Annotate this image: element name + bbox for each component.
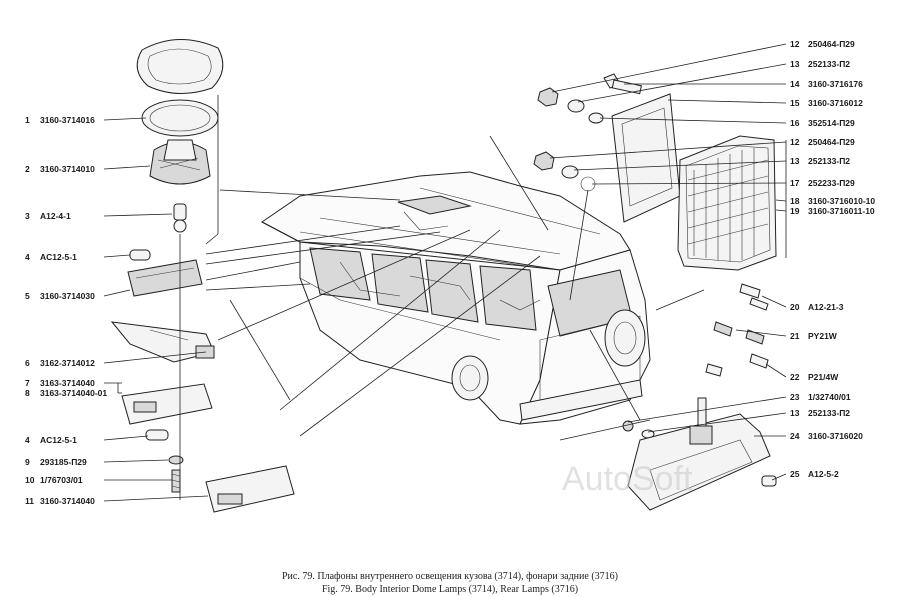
callout-part-code: 3163-3714040-01 (40, 388, 107, 398)
callout-number: 18 (790, 196, 800, 206)
callout-part-code: 3160-3714030 (40, 291, 95, 301)
callout-part-code: 3160-3716020 (808, 431, 863, 441)
rear-lamp-grid (687, 148, 769, 262)
callout-part-code: PY21W (808, 331, 838, 341)
callout-leader (103, 254, 131, 258)
callout-leader (771, 473, 787, 481)
callout-leader (591, 182, 787, 185)
callout-number: 8 (25, 388, 30, 398)
callout-number: 16 (790, 118, 800, 128)
callout-part-code: 1/32740/01 (808, 392, 851, 402)
callout-leader (761, 295, 787, 308)
callout-number: 5 (25, 291, 30, 301)
callout-number: 25 (790, 469, 800, 479)
callout-leader (735, 329, 787, 337)
watermark-text: AutoSoft (562, 460, 693, 498)
callout-leader (103, 165, 151, 170)
callout-part-code: 252233-П29 (808, 178, 855, 188)
callout-part-code: AC12-5-1 (40, 252, 77, 262)
callout-part-code: 3163-3714040 (40, 378, 95, 388)
callout-part-code: 250464-П29 (808, 137, 855, 147)
callout-leader (549, 141, 787, 159)
right-callout-labels: 12 250464-П29 13 252133-П2 14 3160-3716176 15 3… (790, 39, 875, 479)
callout-number: 12 (790, 137, 800, 147)
caption-russian: Рис. 79. Плафоны внутреннего освещения к… (282, 571, 618, 582)
callout-number: 4 (25, 435, 30, 445)
callout-number: 1 (25, 115, 30, 125)
callout-number: 13 (790, 408, 800, 418)
callout-number: 13 (790, 59, 800, 69)
callout-part-code: P21/4W (808, 372, 839, 382)
callout-part-code: 3160-3716010-10 (808, 196, 875, 206)
caption-english: Fig. 79. Body Interior Dome Lamps (3714)… (322, 584, 578, 595)
callout-part-code: 3160-3716012 (808, 98, 863, 108)
callout-number: 7 (25, 378, 30, 388)
callout-number: 15 (790, 98, 800, 108)
callout-number: 3 (25, 211, 30, 221)
callout-number: 6 (25, 358, 30, 368)
callout-number: 21 (790, 331, 800, 341)
callout-part-code: AC12-5-1 (40, 435, 77, 445)
callout-leader (765, 363, 787, 378)
callout-number: 17 (790, 178, 800, 188)
vehicle-body-illustration (261, 171, 651, 425)
callout-number: 13 (790, 156, 800, 166)
callout-number: 2 (25, 164, 30, 174)
callout-part-code: 3160-3714040 (40, 496, 95, 506)
callout-number: 14 (790, 79, 800, 89)
callout-part-code: A12-21-3 (808, 302, 844, 312)
right-leader-lines (549, 43, 787, 481)
callout-part-code: 3162-3714012 (40, 358, 95, 368)
callout-number: 12 (790, 39, 800, 49)
callout-number: 4 (25, 252, 30, 262)
left-parts-illustrations (110, 39, 295, 513)
callout-part-code: 3160-3716011-10 (808, 206, 875, 216)
callout-leader (775, 209, 787, 212)
callout-part-code: 3160-3714010 (40, 164, 95, 174)
callout-number: 9 (25, 457, 30, 467)
callout-leader (103, 459, 169, 463)
callout-leader (103, 213, 173, 217)
callout-part-code: 293185-П29 (40, 457, 87, 467)
callout-number: 22 (790, 372, 800, 382)
callout-leader (599, 117, 787, 124)
callout-leader (775, 199, 787, 202)
callout-leader (627, 396, 787, 423)
callout-leader (577, 63, 787, 103)
callout-leader (667, 99, 787, 104)
callout-part-code: 252133-П2 (808, 156, 850, 166)
callout-number: 24 (790, 431, 800, 441)
callout-part-code: 3160-3716176 (808, 79, 863, 89)
callout-number: 19 (790, 206, 800, 216)
left-leader-lines (103, 117, 209, 502)
callout-leader (573, 160, 787, 171)
callout-leader (103, 289, 131, 297)
right-parts-illustrations (533, 73, 777, 511)
callout-leader (103, 435, 149, 441)
callout-part-code: 250464-П29 (808, 39, 855, 49)
callout-leader (103, 117, 147, 121)
callout-number: 20 (790, 302, 800, 312)
callout-part-code: A12-4-1 (40, 211, 71, 221)
callout-part-code: 252133-П2 (808, 59, 850, 69)
assembly-lines (179, 95, 705, 500)
callout-number: 11 (25, 496, 34, 506)
callout-leader (103, 351, 207, 364)
callout-leader (647, 412, 787, 433)
callout-leader (551, 43, 787, 93)
callout-leader (103, 495, 209, 502)
callout-part-code: 3160-3714016 (40, 115, 95, 125)
callout-part-code: 1/76703/01 (40, 475, 83, 485)
callout-part-code: 252133-П2 (808, 408, 850, 418)
callout-number: 10 (25, 475, 35, 485)
callout-part-code: 352514-П29 (808, 118, 855, 128)
callout-number: 23 (790, 392, 800, 402)
callout-part-code: A12-5-2 (808, 469, 839, 479)
